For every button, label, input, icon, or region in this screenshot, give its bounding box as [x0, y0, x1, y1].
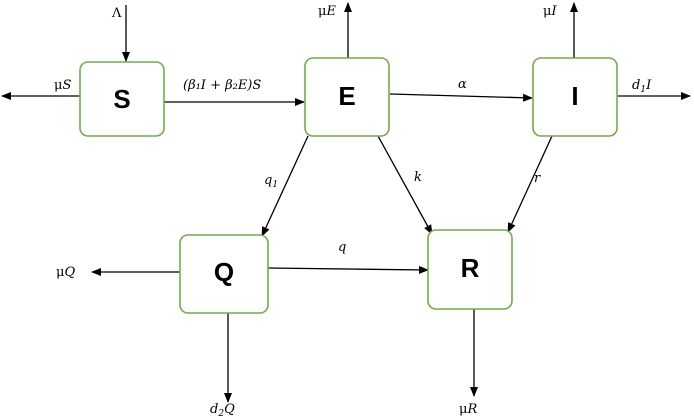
node-q-label: Q — [214, 257, 234, 287]
label-q-to-r: q — [338, 240, 346, 255]
q-to-r-arrow — [267, 265, 429, 274]
node-r: R — [427, 229, 513, 310]
i-to-r-arrow — [507, 135, 553, 233]
node-s-label: S — [113, 84, 130, 114]
label-disease-death-i: d1I — [632, 78, 652, 95]
label-e-to-q: q1 — [264, 173, 278, 190]
node-q: Q — [179, 234, 269, 314]
label-s-to-e: (β₁I + β₂E)S — [183, 78, 261, 93]
label-e-to-i: α — [458, 77, 467, 92]
node-s: S — [79, 61, 165, 137]
label-i-to-r: r — [534, 171, 541, 186]
label-death-s: μS — [54, 78, 71, 93]
node-i: I — [532, 57, 618, 137]
e-to-q-arrow — [261, 135, 309, 237]
label-e-to-r: k — [414, 170, 422, 185]
label-death-e: μE — [318, 4, 336, 19]
e-to-i-arrow — [389, 93, 533, 102]
node-r-label: R — [461, 253, 480, 283]
label-recruitment: Λ — [111, 6, 122, 21]
label-death-q: μQ — [56, 265, 75, 280]
node-e: E — [304, 57, 390, 137]
node-i-label: I — [571, 81, 578, 111]
label-death-i: μI — [543, 4, 557, 19]
label-death-r: μR — [459, 402, 477, 417]
e-to-r-arrow — [377, 135, 433, 235]
label-disease-death-q: d2Q — [210, 402, 235, 418]
node-e-label: E — [338, 81, 355, 111]
